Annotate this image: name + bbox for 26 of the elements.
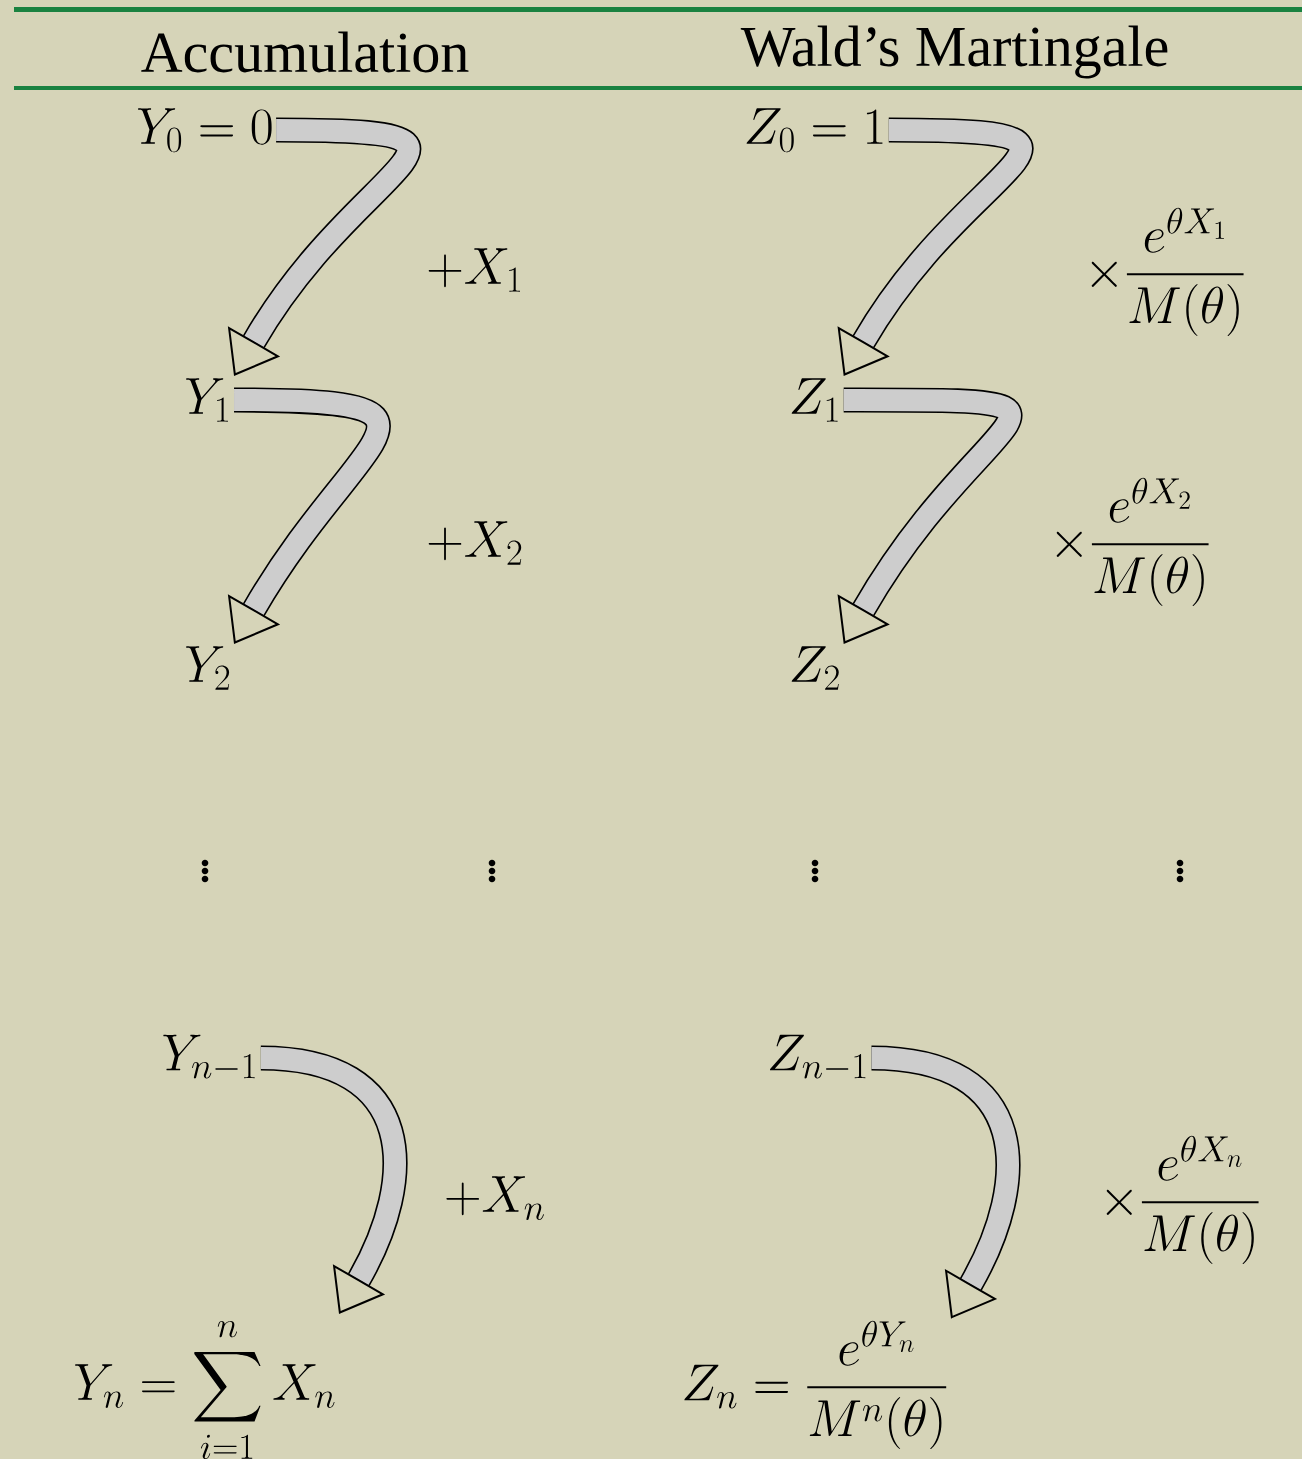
math-term: $Y_2$ bbox=[186, 646, 230, 690]
column-heading: Wald’s Martingale bbox=[740, 25, 1168, 79]
curved-arrow bbox=[837, 387, 1022, 644]
math-term: $Y_1$ bbox=[186, 378, 228, 422]
edge-label: $\times \frac{e^{\theta X_1}}{M(\theta)}$ bbox=[1091, 207, 1244, 337]
math-term: $Y_{n-1}$ bbox=[163, 1034, 255, 1079]
math-term: $Z_0 = 1$ bbox=[746, 108, 883, 153]
edge-label: $+X_1$ bbox=[428, 248, 520, 292]
vertical-dots: $\vdots$ bbox=[1176, 859, 1184, 883]
vertical-dots: $\vdots$ bbox=[811, 859, 819, 883]
curved-arrow bbox=[870, 1045, 1021, 1319]
math-term: $Z_2$ bbox=[791, 646, 839, 690]
math-term: $Z_1$ bbox=[791, 378, 838, 422]
math-term: $Y_0 = 0$ bbox=[138, 108, 272, 153]
vertical-dots: $\vdots$ bbox=[201, 859, 209, 883]
curved-arrow bbox=[837, 117, 1033, 376]
math-term: $Z_n = \frac{e^{\theta Y_n}}{M^n(\theta)}$ bbox=[684, 1320, 947, 1450]
vertical-dots: $\vdots$ bbox=[488, 859, 496, 883]
curved-arrow bbox=[259, 1045, 408, 1314]
column-heading: Accumulation bbox=[141, 31, 469, 73]
edge-label: $\times \frac{e^{\theta X_2}}{M(\theta)}$ bbox=[1056, 477, 1209, 607]
edge-label: $+X_2$ bbox=[428, 521, 522, 565]
edge-label: $\times \frac{e^{\theta X_n}}{M(\theta)}$ bbox=[1106, 1135, 1259, 1265]
math-term: $Z_{n-1}$ bbox=[769, 1034, 866, 1079]
edge-label: $+X_n$ bbox=[446, 1176, 544, 1221]
math-term: $Y_n = \sum_{i=1}^{n} X_n$ bbox=[75, 1320, 335, 1459]
